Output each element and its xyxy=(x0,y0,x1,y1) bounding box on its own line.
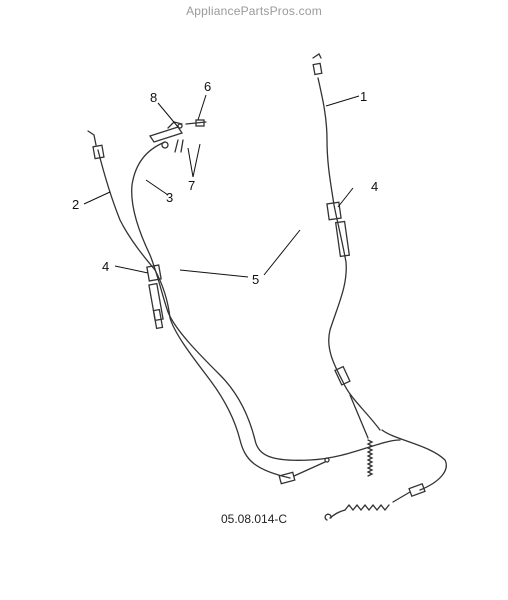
callout-7: 7 xyxy=(188,178,195,193)
cable-1-lower xyxy=(381,429,447,491)
diagram-code: 05.08.014-C xyxy=(221,512,288,526)
cable-1 xyxy=(317,77,381,431)
spring-bottom xyxy=(344,503,390,512)
callout-5: 5 xyxy=(252,272,259,287)
cable-1-end-fitting xyxy=(312,62,323,76)
spring-right xyxy=(366,439,374,477)
callout-8: 8 xyxy=(150,90,157,105)
clamp-left xyxy=(146,264,162,282)
clamp-right xyxy=(326,201,342,221)
callout-2: 2 xyxy=(72,197,79,212)
callout-4-right: 4 xyxy=(371,179,378,194)
lever-bracket xyxy=(148,126,184,143)
callout-1: 1 xyxy=(360,89,367,104)
cable-3 xyxy=(131,141,401,461)
callout-3: 3 xyxy=(166,190,173,205)
callout-4-left: 4 xyxy=(102,259,109,274)
watermark: AppliancePartsPros.com xyxy=(186,4,322,18)
cable-2 xyxy=(97,149,291,479)
callout-6: 6 xyxy=(204,79,211,94)
